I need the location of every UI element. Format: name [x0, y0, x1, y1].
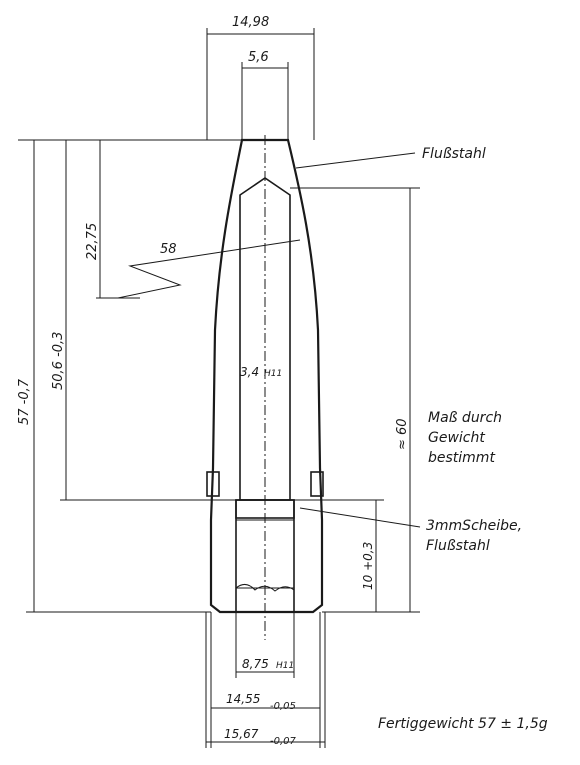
core-bore — [239, 177, 291, 501]
driving-band-right — [310, 471, 324, 497]
dim-core-length: ≈ 60 — [395, 418, 410, 450]
dim-body-length: 50,6 -0,3 — [51, 332, 66, 390]
dim-band-outer: 15,67 — [224, 727, 259, 741]
dim-top-diameter: 14,98 — [232, 15, 269, 30]
body-section-outline — [209, 138, 324, 614]
annotations: Flußstahl Maß durch Gewicht bestimmt 3mm… — [378, 146, 548, 732]
projectile-body — [206, 135, 324, 640]
dim-band-diameter: 14,55 — [226, 692, 260, 706]
driving-band-left — [206, 471, 220, 497]
label-weight-note-1: Maß durch — [428, 410, 502, 426]
dimension-labels: 14,98 5,6 58 22,75 50,6 -0,3 57 -0,7 ≈ 6… — [17, 15, 410, 747]
dim-core-diameter: 3,4 — [240, 365, 259, 379]
dim-bottom-fit: H11 — [276, 661, 294, 671]
dim-band-tol: -0,05 — [270, 701, 296, 712]
dim-ogive-radius: 58 — [160, 242, 177, 257]
label-finished-weight: Fertiggewicht 57 ± 1,5g — [378, 716, 548, 732]
dim-core-fit: H11 — [264, 369, 282, 379]
label-disc-1: 3mmScheibe, — [426, 518, 522, 534]
label-weight-note-2: Gewicht — [428, 430, 485, 446]
dim-bottom-bore: 8,75 — [242, 657, 269, 671]
dim-base-depth: 10 +0,3 — [361, 542, 375, 590]
dim-ogive-length: 22,75 — [85, 223, 100, 260]
dim-band-outer-tol: -0,07 — [270, 736, 297, 747]
label-material-top: Flußstahl — [422, 146, 486, 162]
base-plug — [235, 584, 295, 613]
dimension-lines — [18, 28, 421, 748]
label-weight-note-3: bestimmt — [428, 450, 495, 466]
dim-total-length: 57 -0,7 — [17, 378, 32, 425]
dim-tip-diameter: 5,6 — [248, 50, 269, 65]
label-disc-2: Flußstahl — [426, 538, 490, 554]
